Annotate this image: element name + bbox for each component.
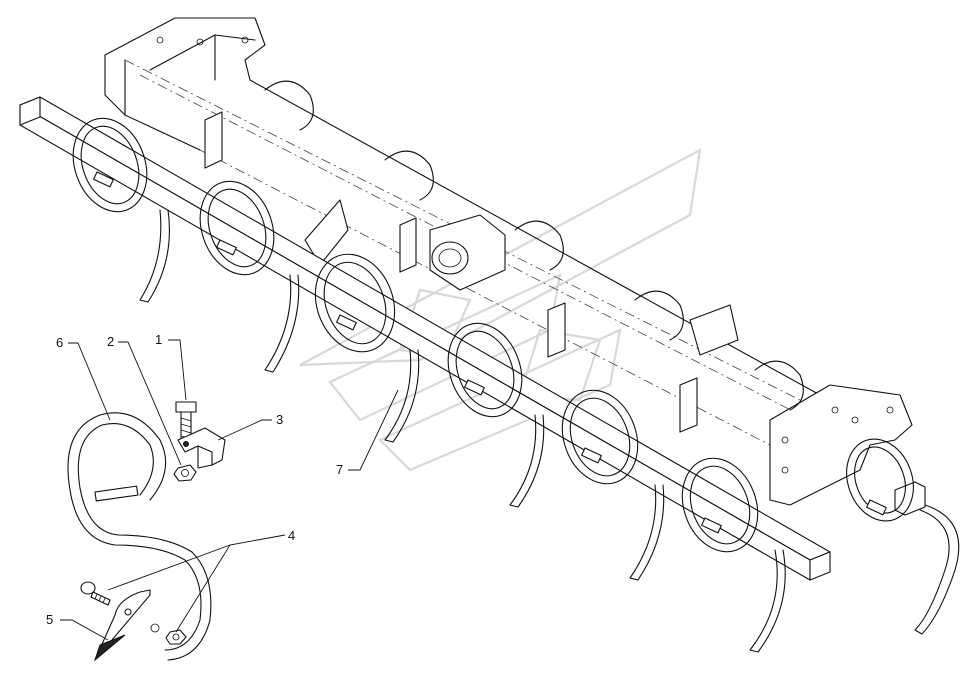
spring-tine xyxy=(447,322,545,508)
watermark-logo xyxy=(299,147,702,472)
spring-tine xyxy=(561,389,665,581)
clamp-bracket xyxy=(177,427,226,469)
callout-1: 1 xyxy=(155,332,162,347)
spring-tines xyxy=(72,80,960,653)
spring-tine xyxy=(314,253,420,443)
callout-6: 6 xyxy=(56,335,63,350)
callout-3: 3 xyxy=(276,412,283,427)
callout-7: 7 xyxy=(336,462,343,477)
callout-5: 5 xyxy=(46,612,53,627)
spring-tine xyxy=(199,180,300,373)
shovel-point xyxy=(93,589,151,662)
callout-4: 4 xyxy=(288,528,295,543)
clamp-nut xyxy=(173,464,197,482)
callout-labels: 1 2 3 4 5 6 7 xyxy=(46,332,343,627)
shovel-nut xyxy=(165,629,187,645)
square-tube xyxy=(19,96,926,581)
shovel-bolt xyxy=(80,581,111,606)
spring-tine xyxy=(72,117,170,303)
spring-tine xyxy=(846,438,960,635)
exploded-parts xyxy=(67,401,226,662)
spring-tine xyxy=(681,457,786,653)
frame-beam xyxy=(104,17,913,506)
callout-2: 2 xyxy=(107,334,114,349)
leader-lines xyxy=(60,339,399,641)
loose-spring-tine xyxy=(67,412,212,661)
